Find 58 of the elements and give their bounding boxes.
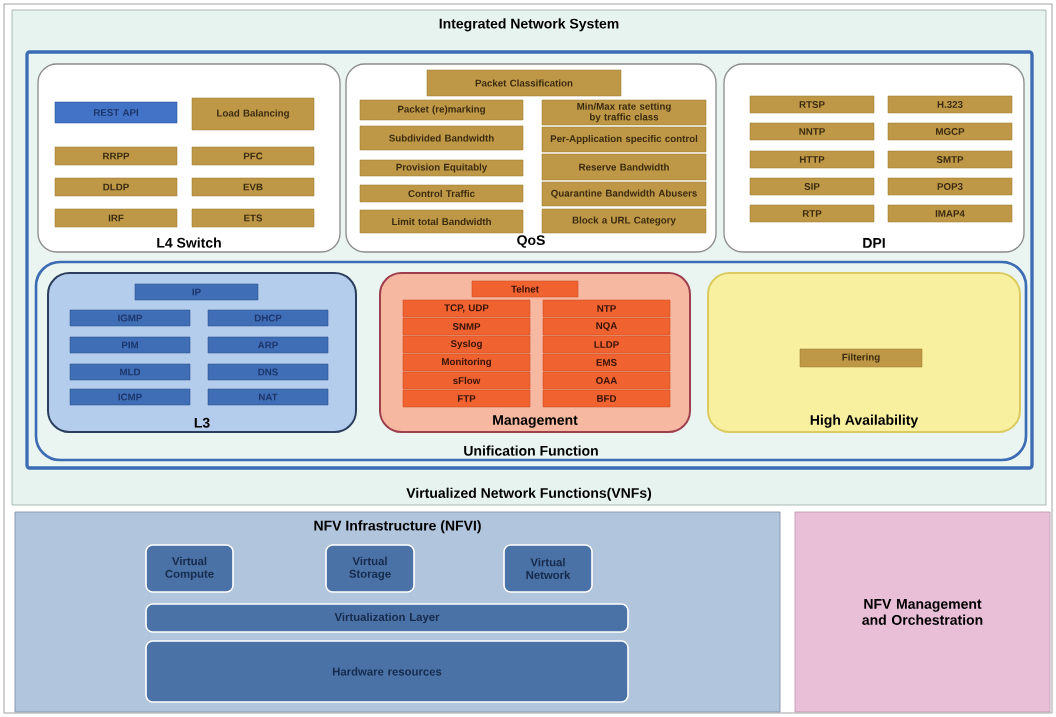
feature-box: IP [134, 283, 259, 301]
feature-box: Provision Equitably [359, 159, 524, 177]
feature-box: Min/Max rate setting by traffic class [541, 99, 707, 126]
feature-box: MLD [69, 363, 191, 381]
feature-box: Filtering [799, 348, 923, 368]
feature-box: H.323 [887, 95, 1013, 114]
feature-box: PIM [69, 336, 191, 354]
feature-box: ICMP [69, 388, 191, 406]
feature-box: Control Traffic [359, 184, 524, 203]
feature-box: NTP [542, 299, 671, 318]
feature-box: Load Balancing [191, 97, 315, 131]
feature-box: SNMP [402, 317, 531, 336]
panel: NFV Management and Orchestration [794, 511, 1051, 713]
feature-box: Packet (re)marking [359, 99, 524, 121]
feature-box: IMAP4 [887, 204, 1013, 223]
feature-box: Syslog [402, 335, 531, 354]
feature-box: DHCP [207, 309, 329, 327]
feature-box: DLDP [54, 177, 178, 197]
feature-box: Block a URL Category [541, 208, 707, 234]
feature-box: NAT [207, 388, 329, 406]
layer-box: Virtualization Layer [145, 603, 629, 633]
feature-box: DNS [207, 363, 329, 381]
component-box: Virtual Storage [325, 544, 415, 593]
feature-box: Per-Application specific control [541, 126, 707, 153]
feature-box: ARP [207, 336, 329, 354]
feature-box: BFD [542, 389, 671, 408]
feature-box: NQA [542, 317, 671, 336]
feature-box: Reserve Bandwidth [541, 153, 707, 181]
feature-box: SMTP [887, 150, 1013, 169]
feature-box: LLDP [542, 335, 671, 354]
feature-box: EVB [191, 177, 315, 197]
feature-box: RTP [749, 204, 875, 223]
feature-box: RTSP [749, 95, 875, 114]
feature-box: Monitoring [402, 353, 531, 372]
layer-box: Hardware resources [145, 640, 629, 703]
feature-box: Telnet [471, 280, 579, 298]
feature-box: TCP, UDP [402, 299, 531, 318]
feature-box: Limit total Bandwidth [359, 209, 524, 234]
feature-box: Subdivided Bandwidth [359, 125, 524, 151]
feature-box: Packet Classification [426, 69, 622, 97]
feature-box: IGMP [69, 309, 191, 327]
feature-box: PFC [191, 146, 315, 166]
feature-box: ETS [191, 208, 315, 228]
feature-box: Quarantine Bandwidth Abusers [541, 181, 707, 207]
feature-box: REST API [54, 101, 178, 124]
feature-box: RRPP [54, 146, 178, 166]
feature-box: IRF [54, 208, 178, 228]
feature-box: OAA [542, 371, 671, 390]
feature-box: NNTP [749, 122, 875, 141]
feature-box: HTTP [749, 150, 875, 169]
feature-box: FTP [402, 389, 531, 408]
feature-box: POP3 [887, 177, 1013, 196]
component-box: Virtual Compute [145, 544, 234, 593]
feature-box: MGCP [887, 122, 1013, 141]
component-box: Virtual Network [503, 544, 593, 593]
feature-box: sFlow [402, 371, 531, 390]
feature-box: SIP [749, 177, 875, 196]
feature-box: EMS [542, 353, 671, 372]
